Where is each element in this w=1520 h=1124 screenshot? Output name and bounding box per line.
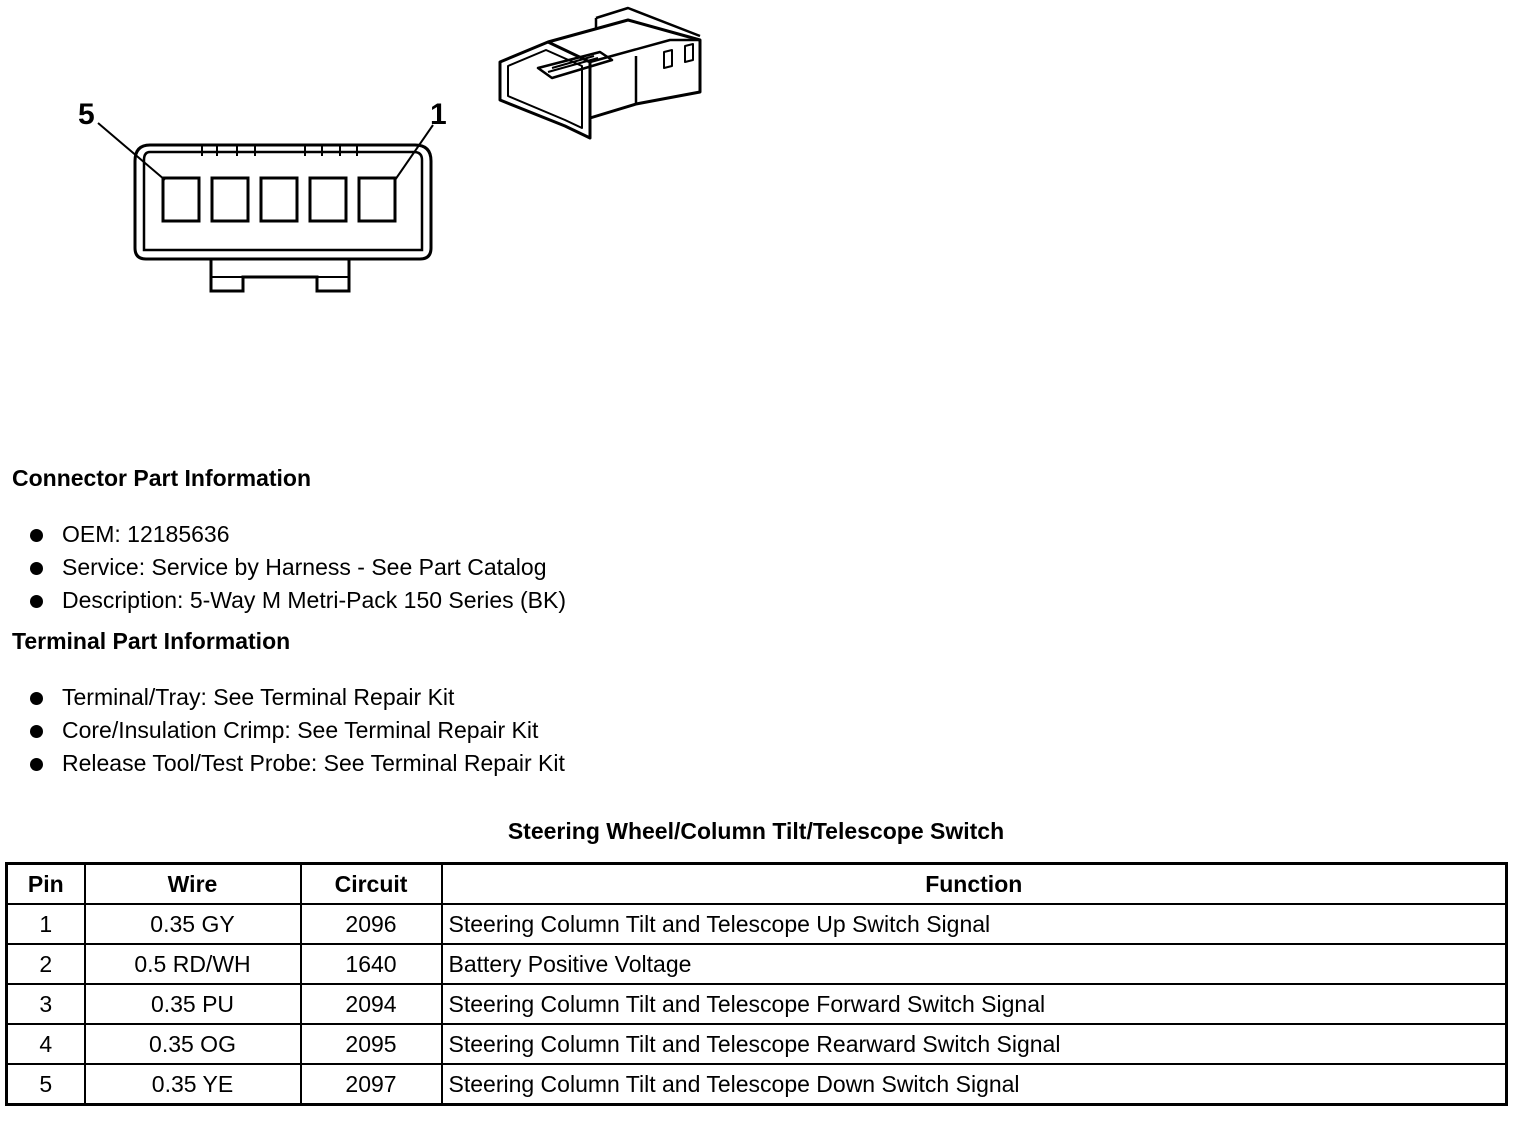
cell-function: Steering Column Tilt and Telescope Up Sw…: [440, 903, 1508, 945]
list-item: Core/Insulation Crimp: See Terminal Repa…: [30, 714, 565, 747]
header-function: Function: [440, 862, 1508, 905]
list-item: Description: 5-Way M Metri-Pack 150 Seri…: [30, 584, 566, 617]
list-item: OEM: 12185636: [30, 518, 566, 551]
cell-pin: 2: [5, 943, 86, 985]
bullet-icon: [30, 758, 43, 771]
pin-cavity-3: [259, 176, 299, 223]
cell-circuit: 2096: [299, 903, 443, 945]
table-row: 3 0.35 PU 2094 Steering Column Tilt and …: [5, 983, 1508, 1025]
cell-wire: 0.35 YE: [83, 1063, 302, 1106]
cell-wire: 0.35 GY: [83, 903, 302, 945]
bullet-icon: [30, 725, 43, 738]
terminal-part-info-list: Terminal/Tray: See Terminal Repair Kit C…: [30, 681, 565, 780]
cell-function: Battery Positive Voltage: [440, 943, 1508, 985]
pin-label-5: 5: [78, 98, 95, 131]
header-wire: Wire: [83, 862, 302, 905]
table-header-row: Pin Wire Circuit Function: [5, 862, 1508, 905]
cell-circuit: 2095: [299, 1023, 443, 1065]
pin-label-1: 1: [430, 98, 447, 131]
header-pin: Pin: [5, 862, 86, 905]
cell-wire: 0.5 RD/WH: [83, 943, 302, 985]
connector-diagram: 5 1: [78, 6, 702, 293]
terminal-part-info-title: Terminal Part Information: [12, 628, 291, 654]
pin-cavity-1: [357, 176, 397, 223]
bullet-icon: [30, 692, 43, 705]
table-row: 2 0.5 RD/WH 1640 Battery Positive Voltag…: [5, 943, 1508, 985]
connector-isometric-illustration: [498, 6, 702, 140]
list-item: Terminal/Tray: See Terminal Repair Kit: [30, 681, 565, 714]
bullet-icon: [30, 529, 43, 542]
cell-circuit: 1640: [299, 943, 443, 985]
table-row: 5 0.35 YE 2097 Steering Column Tilt and …: [5, 1063, 1508, 1106]
cell-pin: 3: [5, 983, 86, 1025]
pin-cavity-4: [210, 176, 250, 223]
cell-circuit: 2094: [299, 983, 443, 1025]
list-item: Service: Service by Harness - See Part C…: [30, 551, 566, 584]
table-row: 1 0.35 GY 2096 Steering Column Tilt and …: [5, 903, 1508, 945]
pin-cavity-2: [308, 176, 348, 223]
cell-circuit: 2097: [299, 1063, 443, 1106]
list-item: Release Tool/Test Probe: See Terminal Re…: [30, 747, 565, 780]
pin-cavity-5: [161, 176, 201, 223]
connector-part-info-title: Connector Part Information: [12, 465, 312, 491]
cell-wire: 0.35 PU: [83, 983, 302, 1025]
connector-part-info-list: OEM: 12185636 Service: Service by Harnes…: [30, 518, 566, 617]
connector-face-view: [97, 122, 434, 293]
cell-function: Steering Column Tilt and Telescope Down …: [440, 1063, 1508, 1106]
cell-function: Steering Column Tilt and Telescope Rearw…: [440, 1023, 1508, 1065]
bullet-icon: [30, 595, 43, 608]
pin-table: Pin Wire Circuit Function 1 0.35 GY 2096…: [5, 862, 1508, 1106]
bullet-icon: [30, 562, 43, 575]
cell-pin: 4: [5, 1023, 86, 1065]
cell-function: Steering Column Tilt and Telescope Forwa…: [440, 983, 1508, 1025]
pin-table-title: Steering Wheel/Column Tilt/Telescope Swi…: [507, 818, 1005, 844]
cell-wire: 0.35 OG: [83, 1023, 302, 1065]
cell-pin: 1: [5, 903, 86, 945]
header-circuit: Circuit: [299, 862, 443, 905]
cell-pin: 5: [5, 1063, 86, 1106]
table-row: 4 0.35 OG 2095 Steering Column Tilt and …: [5, 1023, 1508, 1065]
